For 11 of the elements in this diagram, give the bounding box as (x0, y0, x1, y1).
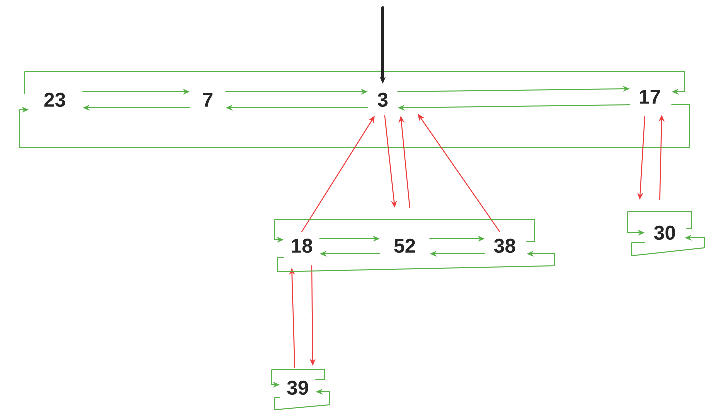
node-key: 30 (654, 226, 676, 240)
node-key: 7 (203, 93, 213, 107)
node-key: 38 (494, 238, 516, 254)
node-key: 18 (292, 238, 312, 254)
node-key: 23 (44, 92, 66, 108)
arrow (24, 72, 686, 96)
node-key: 52 (394, 238, 416, 254)
node-key: 3 (378, 92, 388, 108)
arrow (20, 104, 690, 148)
node-key: 17 (640, 90, 660, 104)
node-key: 39 (287, 380, 308, 396)
